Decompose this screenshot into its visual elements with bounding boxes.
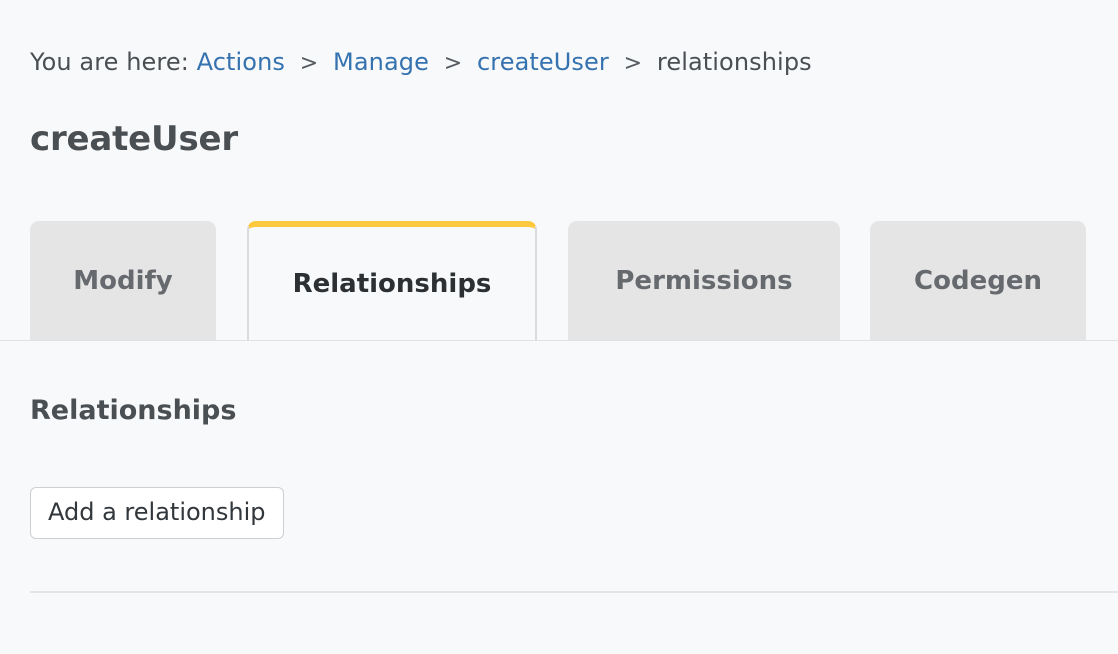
tab-codegen[interactable]: Codegen: [870, 221, 1086, 340]
breadcrumb-separator-2: >: [443, 51, 463, 76]
tab-relationships-label: Relationships: [292, 268, 492, 299]
add-relationship-button[interactable]: Add a relationship: [30, 487, 284, 539]
tab-modify[interactable]: Modify: [30, 221, 216, 340]
section-heading-relationships: Relationships: [30, 395, 237, 426]
breadcrumb-link-actions[interactable]: Actions: [196, 48, 286, 76]
breadcrumb-current-relationships: relationships: [656, 48, 812, 76]
breadcrumb-link-manage[interactable]: Manage: [333, 48, 429, 76]
tab-permissions-label: Permissions: [615, 265, 793, 296]
breadcrumb-separator-1: >: [299, 51, 319, 76]
tab-bar: Modify Relationships Permissions Codegen: [0, 221, 1118, 341]
breadcrumb-prefix: You are here:: [30, 48, 189, 76]
tab-relationships[interactable]: Relationships: [247, 221, 537, 340]
tab-bar-baseline: [0, 340, 1118, 341]
breadcrumb: You are here: Actions > Manage > createU…: [30, 42, 812, 84]
page-title: createUser: [30, 119, 238, 159]
breadcrumb-link-createuser[interactable]: createUser: [476, 48, 609, 76]
tab-codegen-label: Codegen: [914, 265, 1042, 296]
content-divider: [30, 591, 1118, 593]
tab-modify-label: Modify: [73, 265, 173, 296]
breadcrumb-separator-3: >: [623, 51, 643, 76]
tab-permissions[interactable]: Permissions: [568, 221, 840, 340]
